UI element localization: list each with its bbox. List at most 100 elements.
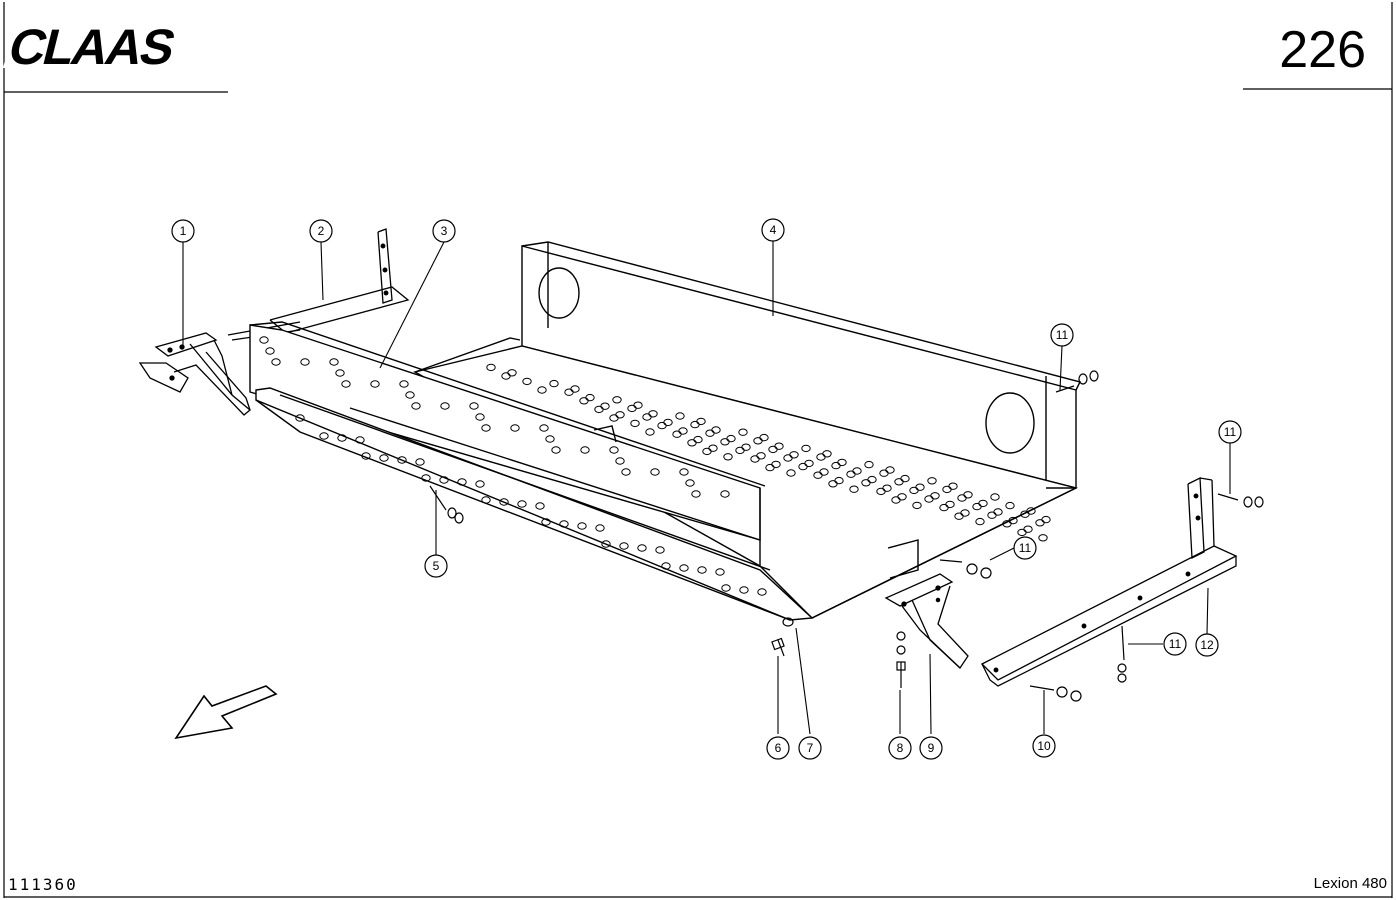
- perforation-hole: [539, 424, 549, 432]
- perforation-hole: [846, 470, 856, 478]
- perforation-hole: [702, 447, 712, 456]
- callout-4[interactable]: 4: [761, 218, 785, 242]
- perforation-hole: [849, 485, 859, 493]
- callout-11-top[interactable]: 11: [1050, 323, 1074, 347]
- model-name: Lexion 480: [1313, 875, 1387, 892]
- perforation-hole: [661, 562, 671, 570]
- perforation-hole: [738, 428, 748, 436]
- perforation-hole: [612, 396, 622, 404]
- perforation-hole: [679, 564, 689, 572]
- perforation-hole: [657, 421, 667, 430]
- perforation-hole: [265, 347, 275, 355]
- perforation-hole: [370, 380, 380, 388]
- callout-label: 2: [318, 224, 325, 238]
- perforation-hole: [1041, 515, 1051, 524]
- perforation-hole: [721, 584, 731, 592]
- perforation-hole: [405, 391, 415, 399]
- callout-label: 9: [928, 741, 935, 755]
- part-3-4-sieve-pan: [249, 241, 1082, 621]
- drawing-number: 111360: [8, 875, 78, 894]
- perforation-hole: [259, 336, 269, 344]
- perforation-hole: [627, 404, 637, 413]
- perforation-hole: [650, 468, 660, 476]
- perforation-hole: [798, 462, 808, 471]
- perforation-hole: [672, 430, 682, 438]
- callout-11-right[interactable]: 11: [1218, 420, 1242, 444]
- perforation-hole: [691, 490, 701, 498]
- perforation-hole: [957, 494, 967, 502]
- callout-label: 8: [897, 741, 904, 755]
- perforation-hole: [675, 412, 685, 420]
- callout-label: 11: [1169, 637, 1182, 651]
- perforation-hole: [927, 477, 937, 485]
- part-9-bracket: [884, 573, 969, 670]
- perforation-hole: [861, 479, 871, 487]
- perforation-hole: [637, 544, 647, 552]
- perforation-hole: [642, 413, 652, 421]
- callout-1[interactable]: 1: [171, 219, 195, 243]
- perforation-hole: [594, 405, 604, 414]
- perforation-hole: [723, 453, 733, 461]
- perforation-hole: [564, 388, 574, 396]
- perforation-hole: [579, 397, 589, 405]
- perforation-hole: [1017, 528, 1027, 537]
- perforation-hole: [987, 511, 997, 519]
- perforation-hole: [679, 468, 689, 476]
- perforation-hole: [475, 413, 485, 421]
- perforation-hole: [1035, 519, 1045, 527]
- part-1-bracket: [138, 332, 252, 416]
- sieve-perforations: [259, 336, 1051, 596]
- perforation-hole: [765, 463, 775, 472]
- callout-9[interactable]: 9: [919, 736, 943, 760]
- perforation-hole: [541, 518, 551, 526]
- perforation-hole: [954, 512, 964, 520]
- perforation-hole: [475, 480, 485, 488]
- callout-label: 1: [180, 224, 187, 238]
- perforation-hole: [537, 386, 547, 394]
- perforation-hole: [535, 502, 545, 510]
- perforation-hole: [705, 429, 715, 437]
- perforation-hole: [319, 432, 329, 440]
- callout-10[interactable]: 10: [1032, 734, 1056, 758]
- perforation-hole: [609, 414, 619, 422]
- callout-8[interactable]: 8: [888, 736, 912, 760]
- perforation-hole: [924, 495, 934, 503]
- callout-label: 12: [1200, 638, 1214, 652]
- perforation-hole: [864, 460, 874, 469]
- fasteners: [429, 370, 1264, 702]
- perforation-hole: [397, 456, 407, 464]
- callout-11-lower[interactable]: 11: [1163, 632, 1187, 656]
- perforation-hole: [337, 434, 347, 442]
- callout-label: 6: [775, 741, 782, 755]
- svg-text:CLAAS: CLAAS: [3, 19, 179, 75]
- perforation-hole: [831, 461, 841, 470]
- perforation-hole: [697, 566, 707, 574]
- callout-7[interactable]: 7: [798, 736, 822, 760]
- perforation-hole: [879, 469, 889, 477]
- perforation-hole: [457, 478, 467, 486]
- callout-5[interactable]: 5: [424, 554, 448, 578]
- perforation-hole: [753, 437, 763, 445]
- perforation-hole: [621, 468, 631, 476]
- callout-11-middle[interactable]: 11: [1013, 536, 1037, 560]
- callout-3[interactable]: 3: [432, 219, 456, 243]
- callout-6[interactable]: 6: [766, 736, 790, 760]
- callout-label: 11: [1056, 328, 1069, 342]
- perforation-hole: [645, 428, 655, 436]
- callout-label: 11: [1224, 425, 1237, 439]
- callout-2[interactable]: 2: [309, 219, 333, 243]
- perforation-hole: [909, 486, 919, 495]
- perforation-hole: [469, 402, 479, 410]
- perforation-hole: [439, 476, 449, 484]
- perforation-hole: [300, 358, 310, 366]
- perforation-hole: [481, 496, 491, 504]
- perforation-hole: [750, 455, 760, 463]
- perforation-hole: [440, 402, 450, 410]
- perforation-hole: [972, 502, 982, 511]
- callout-12[interactable]: 12: [1195, 633, 1219, 657]
- perforation-hole: [549, 379, 559, 388]
- perforation-hole: [551, 446, 561, 454]
- perforation-hole: [894, 478, 904, 486]
- perforation-hole: [486, 363, 496, 372]
